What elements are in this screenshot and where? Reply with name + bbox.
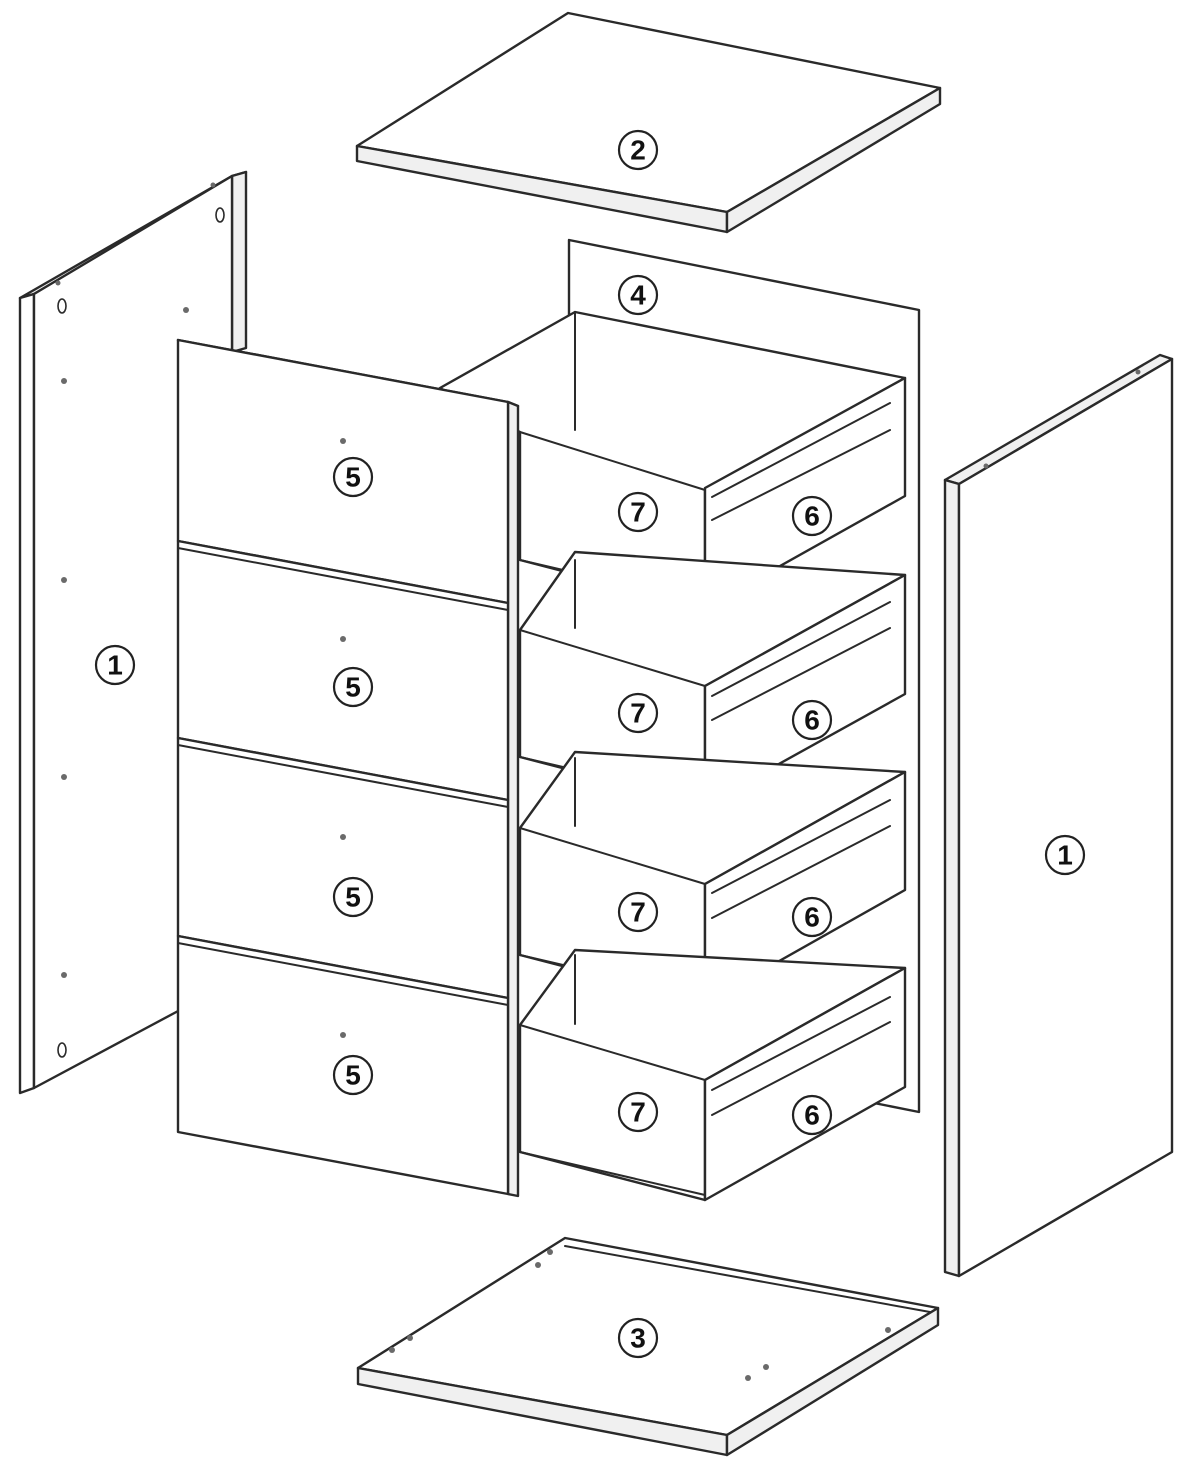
- drawer-box-2: [518, 550, 907, 807]
- svg-text:1: 1: [107, 650, 123, 681]
- svg-text:6: 6: [804, 705, 820, 736]
- label-back: 4: [617, 274, 659, 316]
- label-drawer-side-3: 6: [791, 896, 833, 938]
- svg-text:6: 6: [804, 902, 820, 933]
- svg-text:6: 6: [804, 1100, 820, 1131]
- label-drawer-bottom-3: 7: [617, 891, 659, 933]
- svg-text:4: 4: [630, 280, 646, 311]
- svg-text:2: 2: [630, 135, 646, 166]
- svg-text:5: 5: [345, 882, 361, 913]
- drawer-box-1: [438, 310, 907, 610]
- svg-text:7: 7: [630, 698, 646, 729]
- label-top: 2: [617, 129, 659, 171]
- svg-text:7: 7: [630, 497, 646, 528]
- label-drawer-front-1: 5: [332, 456, 374, 498]
- svg-text:3: 3: [630, 1323, 646, 1354]
- label-bottom: 3: [617, 1317, 659, 1359]
- label-side-left: 1: [94, 644, 136, 686]
- svg-text:7: 7: [630, 1097, 646, 1128]
- label-drawer-side-2: 6: [791, 699, 833, 741]
- svg-text:6: 6: [804, 501, 820, 532]
- drawer-box-4: [518, 948, 907, 1202]
- svg-text:1: 1: [1057, 840, 1073, 871]
- label-drawer-front-4: 5: [332, 1054, 374, 1096]
- label-drawer-bottom-1: 7: [617, 491, 659, 533]
- label-drawer-bottom-2: 7: [617, 692, 659, 734]
- label-drawer-side-4: 6: [791, 1094, 833, 1136]
- label-drawer-front-2: 5: [332, 666, 374, 708]
- label-drawer-side-1: 6: [791, 495, 833, 537]
- svg-text:5: 5: [345, 1060, 361, 1091]
- label-drawer-front-3: 5: [332, 876, 374, 918]
- svg-text:5: 5: [345, 672, 361, 703]
- label-drawer-bottom-4: 7: [617, 1091, 659, 1133]
- svg-text:7: 7: [630, 897, 646, 928]
- label-side-right: 1: [1044, 834, 1086, 876]
- svg-text:5: 5: [345, 462, 361, 493]
- side-panel-right: [943, 353, 1174, 1278]
- drawer-boxes: [438, 310, 907, 1202]
- top-panel: [355, 11, 942, 234]
